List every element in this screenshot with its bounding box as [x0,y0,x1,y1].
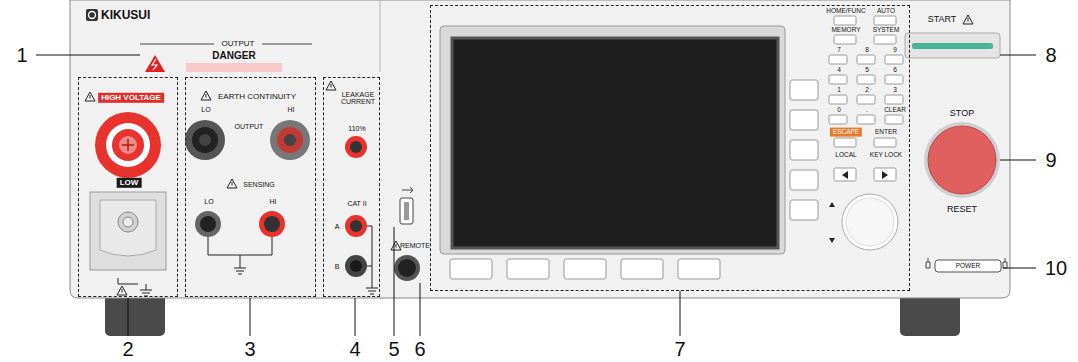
panel-marking: LEAKAGE CURRENT [338,91,378,106]
callout-number: 5 [388,339,399,360]
panel-marking: LOW [117,178,142,188]
callout-number: 7 [674,339,685,360]
switch-label: POWER [956,263,981,270]
panel-marking: 6 [893,67,897,74]
panel-marking: . [866,107,868,114]
earth-continuity-section: EARTH CONTINUITY OUTPUT LO HI SENSING LO HI [185,77,316,297]
panel-marking: 7 [837,47,841,54]
button-label: STOP [950,109,974,118]
danger-label: DANGER [212,51,255,62]
output-terminal-section: HIGH VOLTAGE LOW [78,77,178,297]
panel-marking: KEY LOCK [870,152,902,159]
callout-number: 4 [349,339,360,360]
panel-marking: OUTPUT [235,123,264,130]
brand-logo: KIKUSUI [101,9,150,22]
panel-marking: ENTER [875,129,897,136]
panel-marking: HIGH VOLTAGE [98,93,164,103]
callout-number: 6 [414,339,425,360]
panel-marking: LO [204,198,213,205]
panel-marking: MEMORY [831,27,860,34]
panel-marking: AUTO [877,8,895,15]
panel-marking: 4 [837,67,841,74]
panel-marking: 8 [865,47,869,54]
callout-number: 9 [1045,150,1056,171]
callout-number: 10 [1045,258,1067,279]
panel-marking: HOME/FUNC [826,8,865,15]
panel-marking: 3 [893,87,897,94]
display-and-keypad-section: HOME/FUNC AUTO MEMORY SYSTEM 7 8 9 4 5 6 1 2 3 0. CLEA… [430,5,910,291]
panel-marking: B [335,263,340,270]
callout-number: 1 [16,45,27,66]
panel-marking: A [335,223,340,230]
panel-marking: HI [288,106,295,113]
port-label: REMOTE [400,242,430,249]
panel-marking: 2 [865,87,869,94]
panel-marking: HI [270,198,277,205]
section-heading: OUTPUT [219,39,258,49]
panel-marking: CLEAR [884,107,906,114]
panel-marking: 9 [893,47,897,54]
panel-marking: ESCAPE [830,128,862,137]
panel-marking: 1 [837,87,841,94]
panel-marking: 5 [865,67,869,74]
leakage-current-section: LEAKAGE CURRENT 110% CAT II A B [323,77,380,297]
panel-marking: EARTH CONTINUITY [218,93,296,101]
button-label: START [928,15,957,24]
panel-marking: LO [201,106,210,113]
callout-number: 8 [1045,45,1056,66]
panel-marking: SYSTEM [873,27,900,34]
panel-marking: CAT II [347,200,366,207]
panel-marking: 110% [348,125,365,132]
panel-marking: 0 [837,107,841,114]
button-label: RESET [947,205,977,214]
panel-marking: SENSING [243,181,275,188]
callout-number: 2 [122,339,133,360]
panel-marking: LOCAL [835,152,856,159]
callout-number: 3 [244,339,255,360]
